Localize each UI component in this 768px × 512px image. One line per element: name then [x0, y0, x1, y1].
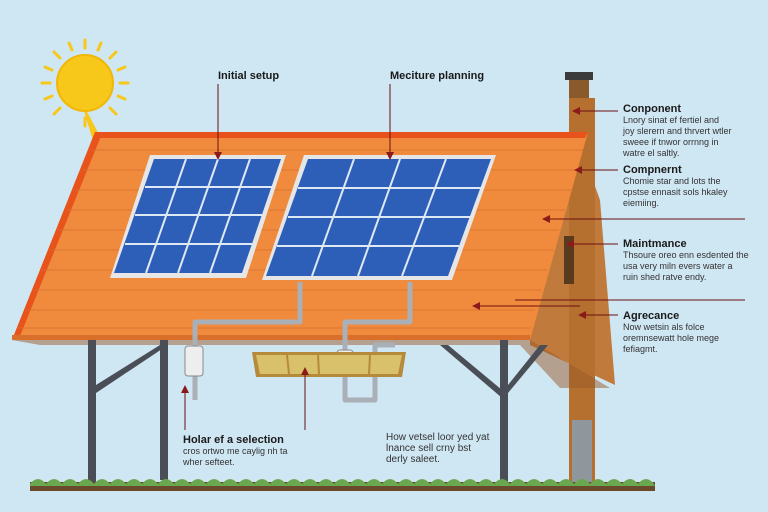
- label-initial-setup: Initial setup: [218, 70, 280, 82]
- agrecance-line-1: Now wetsin als folce: [623, 322, 705, 332]
- component-1-line-1: Lnory sinat ef fertiel and: [623, 115, 720, 125]
- component-2-title: Compnernt: [623, 164, 682, 176]
- label-meciture-planning: Meciture planning: [390, 70, 485, 82]
- bottom-note-line-2: lnance sell crny bst: [386, 443, 472, 454]
- component-1-block: Conponent Lnory sinat ef fertiel and joy…: [623, 103, 763, 159]
- agrecance-line-2: oremnsewatt hole mege: [623, 333, 720, 343]
- agrecance-title: Agrecance: [623, 310, 680, 322]
- component-1-line-3: sweee if tnwor orrnng in: [623, 137, 719, 147]
- bottom-note-line-1: How vetsel loor yed yat: [386, 432, 490, 443]
- component-2-line-2: cpstse ennasit sols hkaley: [623, 187, 728, 197]
- agrecance-line-3: fefiagmt.: [623, 344, 658, 354]
- maintenance-line-3: ruin shed ratve endy.: [623, 272, 707, 282]
- component-2-line-3: eiemiing.: [623, 198, 660, 208]
- holar-line-2: wher sefteet.: [183, 457, 235, 467]
- holar-block: Holar ef a selection cros ortwo me cayli…: [183, 434, 333, 468]
- underside-panel: [252, 352, 406, 377]
- holar-title: Holar ef a selection: [183, 434, 284, 446]
- component-1-title: Conponent: [623, 103, 682, 115]
- solar-panel-left: [110, 155, 286, 278]
- ground: [30, 479, 655, 491]
- support-structure: [88, 340, 548, 490]
- component-1-line-2: joy slerern and thrvert wtler: [623, 126, 732, 136]
- holar-line-1: cros ortwo me caylig nh ta: [183, 446, 288, 456]
- bottom-note-block: How vetsel loor yed yat lnance sell crny…: [386, 432, 536, 465]
- maintenance-line-1: Thsoure oreo enn esdented the: [623, 250, 749, 260]
- component-1-line-4: watre el saltly.: [623, 148, 680, 158]
- annotation-arrows: [181, 84, 745, 430]
- agrecance-block: Agrecance Now wetsin als folce oremnsewa…: [623, 310, 763, 355]
- maintenance-block: Maintmance Thsoure oreo enn esdented the…: [623, 238, 763, 283]
- maintenance-title: Maintmance: [623, 238, 687, 250]
- component-2-line-1: Chomie star and lots the: [623, 176, 721, 186]
- maintenance-line-2: usa very miln evers water a: [623, 261, 733, 271]
- component-2-block: Compnernt Chomie star and lots the cpsts…: [623, 164, 763, 209]
- chimney: [565, 72, 593, 98]
- solar-panel-right: [262, 155, 496, 280]
- pipe-valve-left: [184, 345, 204, 377]
- bottom-note-line-3: derly saleet.: [386, 454, 440, 465]
